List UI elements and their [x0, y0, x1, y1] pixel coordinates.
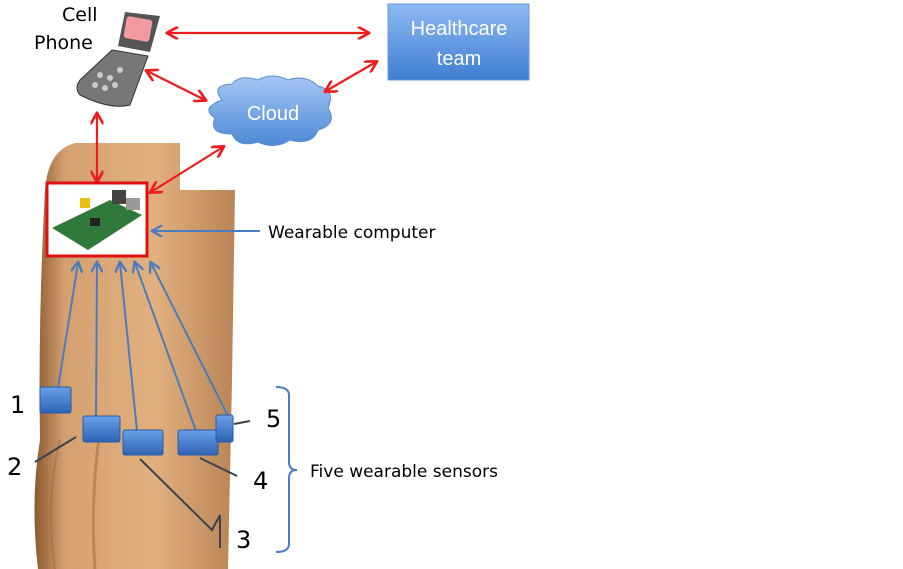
- phone-cloud-link-arrow: [147, 71, 205, 100]
- healthcare-team-box: Healthcare team: [387, 3, 530, 81]
- sensor-2-data-arrow: [96, 263, 97, 418]
- sensor-3-leader-line: [139, 458, 221, 548]
- sensor-3-number: 3: [236, 526, 251, 554]
- sensor-2: [82, 415, 121, 443]
- healthcare-label-line1: Healthcare: [411, 18, 508, 40]
- wearable-computer-box: [45, 181, 149, 258]
- sensor-4: [177, 429, 219, 456]
- cloud-shape: Cloud: [208, 75, 332, 146]
- sensor-4-leader-line: [199, 457, 238, 477]
- sensor-2-leader-line: [34, 436, 77, 463]
- cloud-healthcare-link-arrow: [326, 62, 376, 91]
- wearable-computer-label: Wearable computer: [268, 223, 435, 243]
- sensor-1-data-arrow: [57, 263, 78, 389]
- healthcare-label-line2: team: [437, 48, 481, 70]
- sensor-2-number: 2: [7, 453, 22, 481]
- sensor-5-number: 5: [266, 405, 281, 433]
- sensors-bracket: [275, 386, 298, 553]
- cloud-label: Cloud: [247, 103, 299, 125]
- sensor-5-leader-line: [233, 420, 251, 425]
- sensor-3: [122, 429, 164, 456]
- sensor-1-number: 1: [10, 391, 25, 419]
- cell-phone-label-line2: Phone: [34, 32, 93, 54]
- sensor-5: [215, 414, 234, 443]
- sensor-3-data-arrow: [120, 263, 138, 432]
- cell-phone-image: [76, 12, 160, 107]
- sensor-4-number: 4: [253, 467, 268, 495]
- sensor-4-data-arrow: [135, 263, 197, 432]
- sensors-group-label: Five wearable sensors: [310, 462, 498, 482]
- sensor-5-data-arrow: [151, 263, 229, 417]
- sensor-1: [39, 386, 72, 414]
- computer-cloud-link-arrow: [151, 147, 223, 192]
- cell-phone-label-line1: Cell: [62, 4, 98, 26]
